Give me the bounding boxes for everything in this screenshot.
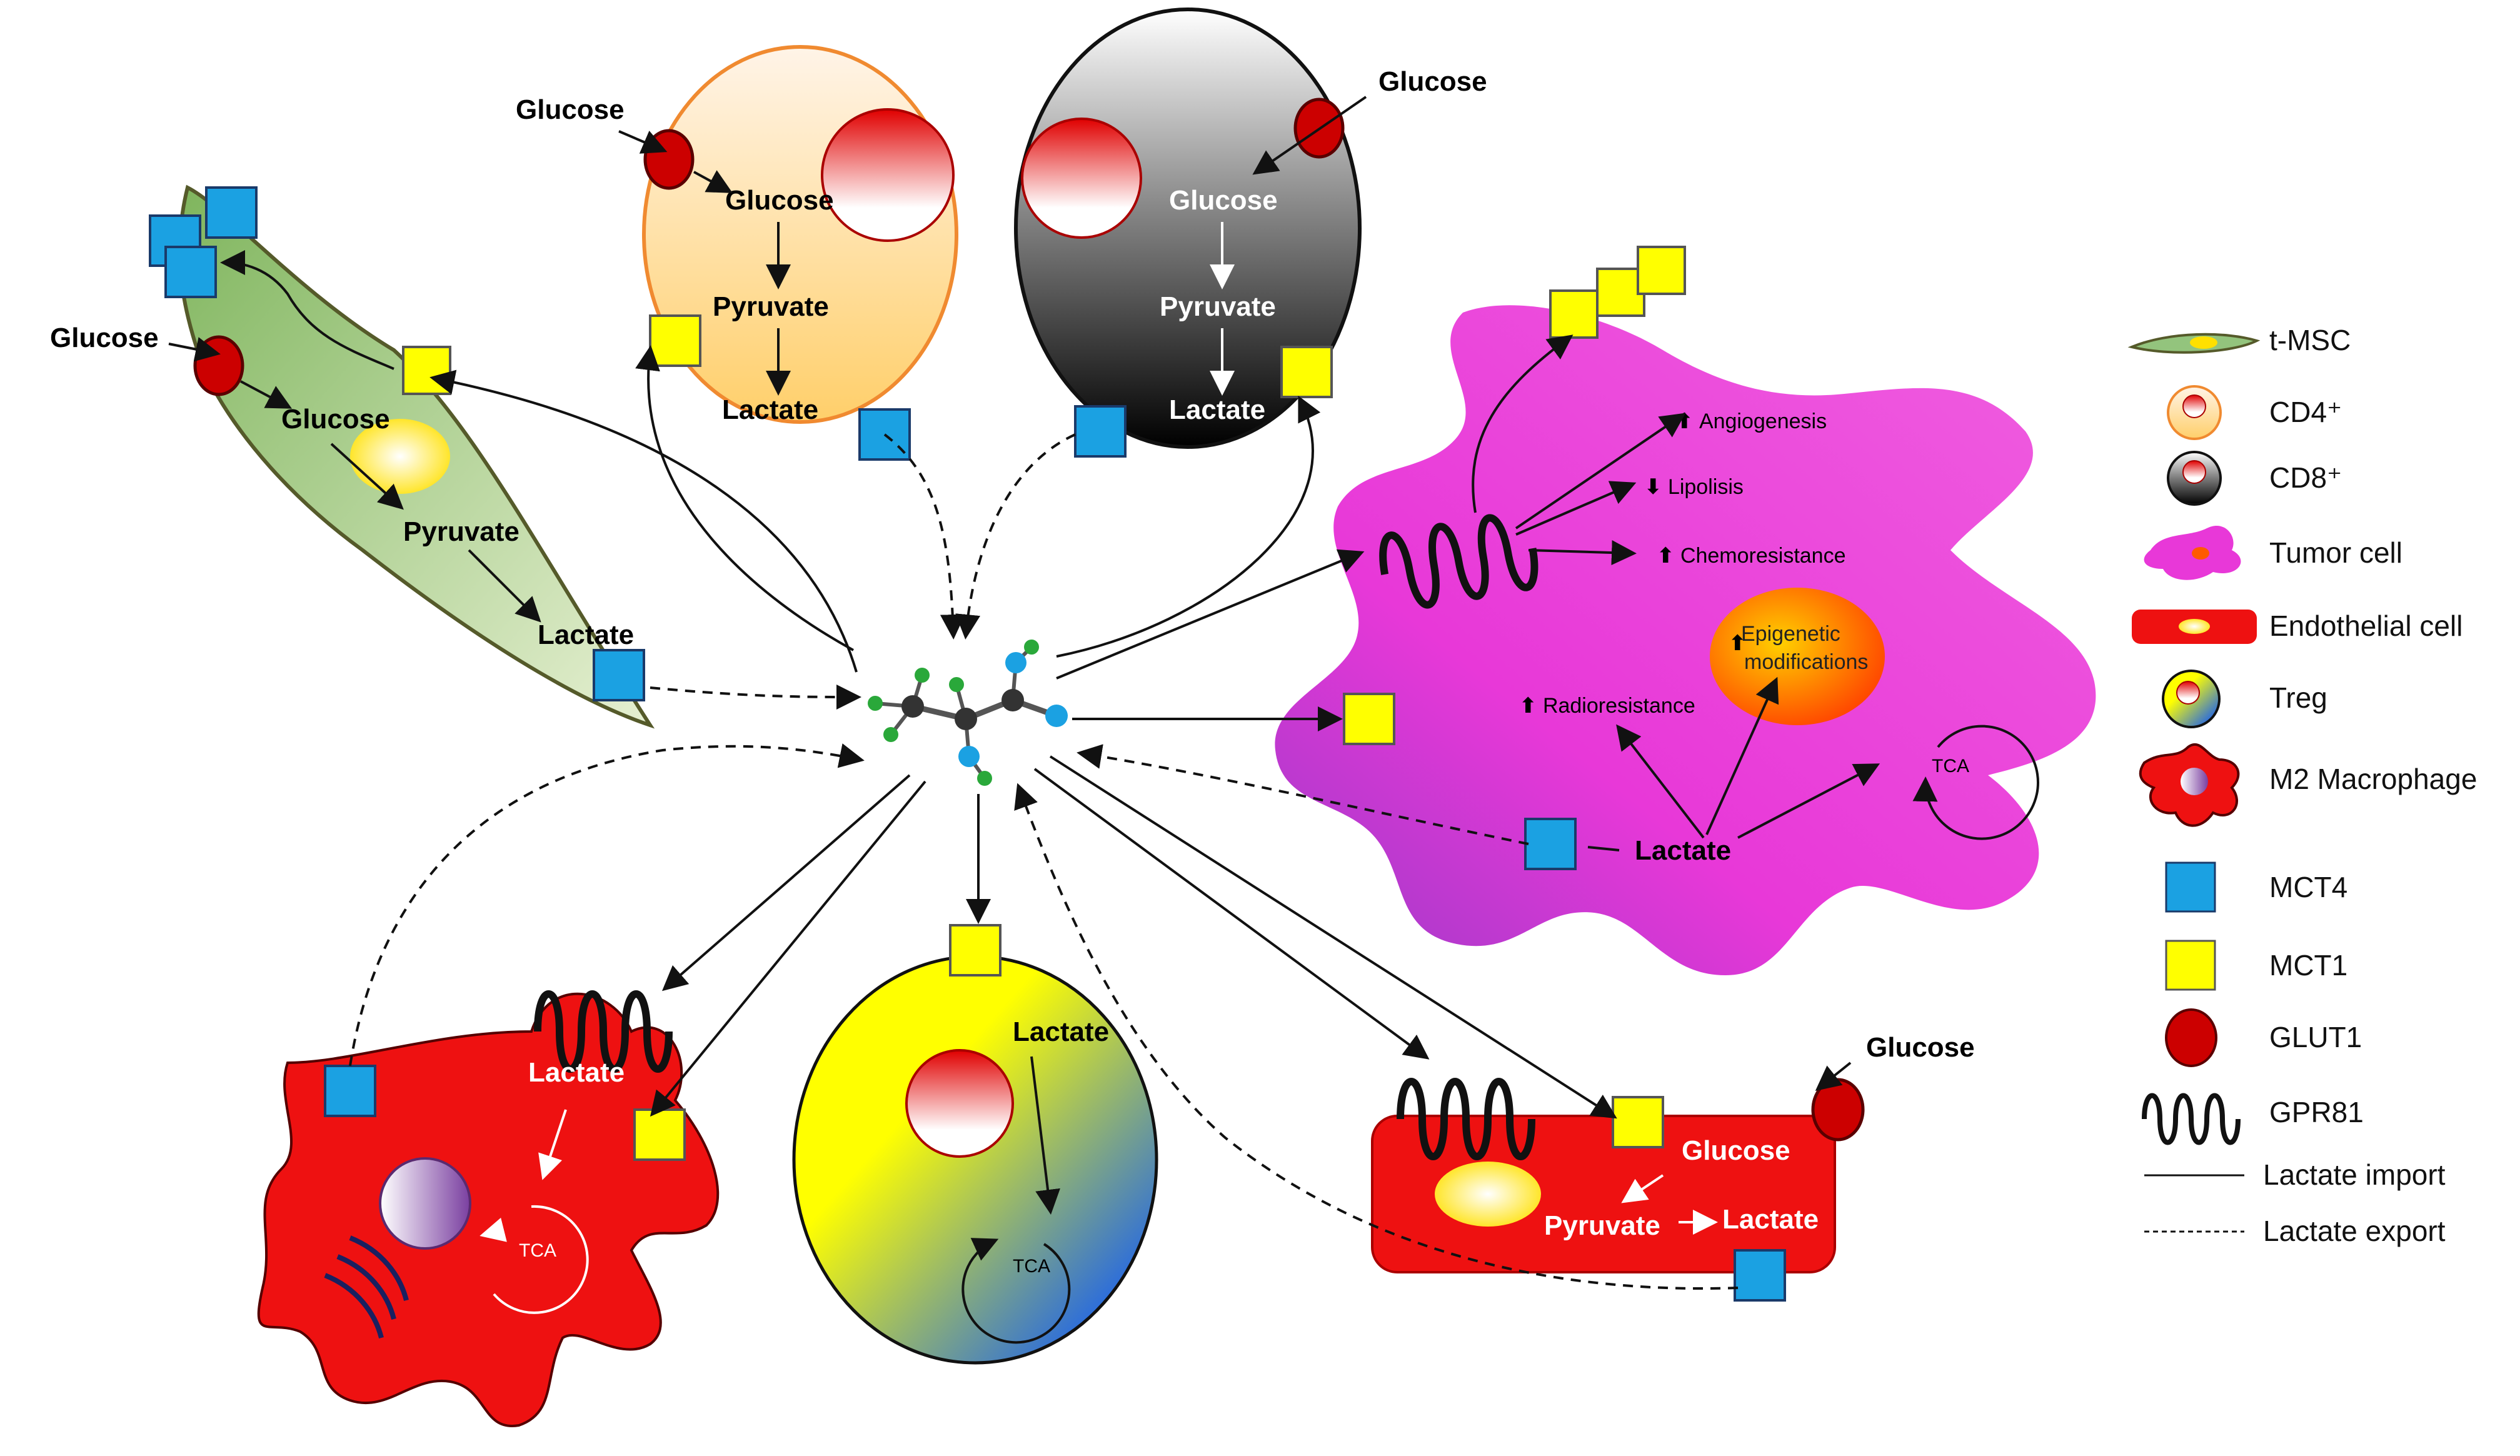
- cd8-pyruvate: Pyruvate: [1160, 291, 1276, 322]
- tumor-chemoresistance: ⬆ Chemoresistance: [1657, 544, 1846, 568]
- legend-label-mct4: MCT4: [2269, 871, 2347, 903]
- endothelial-glucose-outside: Glucose: [1866, 1032, 1975, 1063]
- cd4-glucose: Glucose: [725, 185, 834, 216]
- cd8-glucose: Glucose: [1169, 185, 1278, 216]
- tumor-lipolisis: ⬇ Lipolisis: [1644, 475, 1744, 499]
- cd4-cell: Glucose Glucose Pyruvate Lactate: [516, 45, 958, 461]
- lactate-flux-arrows: [349, 345, 1739, 1290]
- treg-lactate: Lactate: [1013, 1017, 1109, 1047]
- tumor-epigenetic-arrow: ⬆: [1729, 631, 1747, 655]
- legend-label-cd4: CD4⁺: [2269, 396, 2342, 428]
- m2-macrophage: Lactate TCA: [257, 990, 720, 1427]
- legend-label-cd8: CD8⁺: [2269, 461, 2342, 494]
- tumor-epigenetic-1: Epigenetic: [1741, 622, 1840, 646]
- tumor-angiogenesis: ⬆ Angiogenesis: [1675, 409, 1827, 433]
- glut1-icon: [643, 129, 695, 190]
- t-msc-glucose-outside: Glucose: [50, 323, 159, 353]
- gpr81-icon: [1379, 514, 1539, 609]
- epigenetic-nucleus: [1710, 588, 1885, 725]
- mct1-icon: [649, 314, 701, 367]
- legend-label-treg: Treg: [2269, 681, 2327, 714]
- legend-label-import: Lactate import: [2263, 1158, 2446, 1191]
- mct1-icon: [1343, 693, 1395, 745]
- mct4-icon: [205, 186, 258, 239]
- endothelial-cell: Glucose Glucose Pyruvate Lactate: [1371, 1032, 1975, 1302]
- cd4-pyruvate: Pyruvate: [713, 291, 829, 322]
- gpr81-icon: [1397, 1078, 1535, 1160]
- legend-label-glut1: GLUT1: [2269, 1021, 2362, 1053]
- mct4-icon: [1734, 1249, 1786, 1302]
- mct1-icon: [1612, 1096, 1664, 1148]
- mct1-icon: [2165, 940, 2216, 991]
- mct4-icon: [1524, 818, 1577, 870]
- macrophage-nucleus: [379, 1157, 471, 1250]
- macrophage-tca: TCA: [519, 1240, 556, 1261]
- macrophage-lactate: Lactate: [528, 1057, 625, 1088]
- cd8-lactate: Lactate: [1169, 394, 1265, 425]
- mct4-icon: [593, 649, 645, 701]
- legend-label-tumor: Tumor cell: [2269, 536, 2402, 569]
- tumor-epigenetic-2: modifications: [1744, 650, 1868, 674]
- mct4-icon: [164, 246, 217, 298]
- endothelial-pyruvate: Pyruvate: [1544, 1210, 1660, 1241]
- cd8-nucleus: [1021, 118, 1142, 239]
- treg-nucleus: [905, 1049, 1014, 1158]
- mct1-icon: [949, 924, 1001, 977]
- glut1-icon: [1811, 1078, 1865, 1142]
- lactate-molecule-icon: [868, 640, 1068, 786]
- t-msc-pyruvate: Pyruvate: [403, 516, 520, 547]
- t-msc-cell: Glucose Glucose Pyruvate Lactate: [50, 184, 655, 729]
- gpr81-icon: [534, 990, 673, 1073]
- tumor-lactate: Lactate: [1635, 835, 1731, 866]
- tumor-radioresistance: ⬆ Radioresistance: [1519, 694, 1695, 718]
- cd4-nucleus: [821, 108, 955, 242]
- legend: t-MSC CD4⁺ CD8⁺ Tumor cell Endothelial c…: [2127, 324, 2477, 1247]
- legend-label-m2: M2 Macrophage: [2269, 763, 2477, 795]
- legend-label-endothelial: Endothelial cell: [2269, 610, 2462, 642]
- endothelial-glucose: Glucose: [1682, 1135, 1790, 1166]
- cd8-glucose-outside: Glucose: [1378, 66, 1487, 97]
- cd4-glucose-outside: Glucose: [516, 94, 625, 125]
- cd4-lactate: Lactate: [722, 394, 818, 425]
- legend-label-gpr81: GPR81: [2269, 1096, 2364, 1128]
- treg-tca: TCA: [1013, 1256, 1050, 1277]
- gpr81-icon: [2142, 1093, 2241, 1145]
- endothelial-lactate: Lactate: [1722, 1204, 1819, 1235]
- legend-label-export: Lactate export: [2263, 1215, 2446, 1247]
- mct1-icon: [1637, 246, 1686, 295]
- cd8-cell: Glucose Glucose Pyruvate Lactate: [1014, 8, 1487, 458]
- legend-label-t-msc: t-MSC: [2269, 324, 2351, 356]
- mct4-icon: [324, 1065, 376, 1117]
- mct1-icon: [633, 1108, 686, 1161]
- t-msc-nucleus: [350, 419, 450, 494]
- legend-label-mct1: MCT1: [2269, 949, 2347, 982]
- tumor-cell: ⬆ Angiogenesis ⬇ Lipolisis ⬆ Chemoresist…: [1275, 246, 2096, 976]
- mct1-icon: [1280, 346, 1333, 398]
- mct1-icon: [1549, 289, 1599, 339]
- mct1-icon: [402, 346, 451, 395]
- treg-cell: Lactate TCA: [792, 924, 1158, 1365]
- tumor-tca: TCA: [1932, 756, 1969, 776]
- t-msc-glucose: Glucose: [281, 404, 390, 434]
- t-msc-lactate: Lactate: [538, 620, 634, 650]
- endothelial-nucleus: [1435, 1162, 1541, 1227]
- mct4-icon: [2165, 861, 2216, 913]
- glut1-icon: [193, 335, 244, 396]
- mct4-icon: [1074, 405, 1127, 458]
- glut1-icon: [2165, 1008, 2217, 1067]
